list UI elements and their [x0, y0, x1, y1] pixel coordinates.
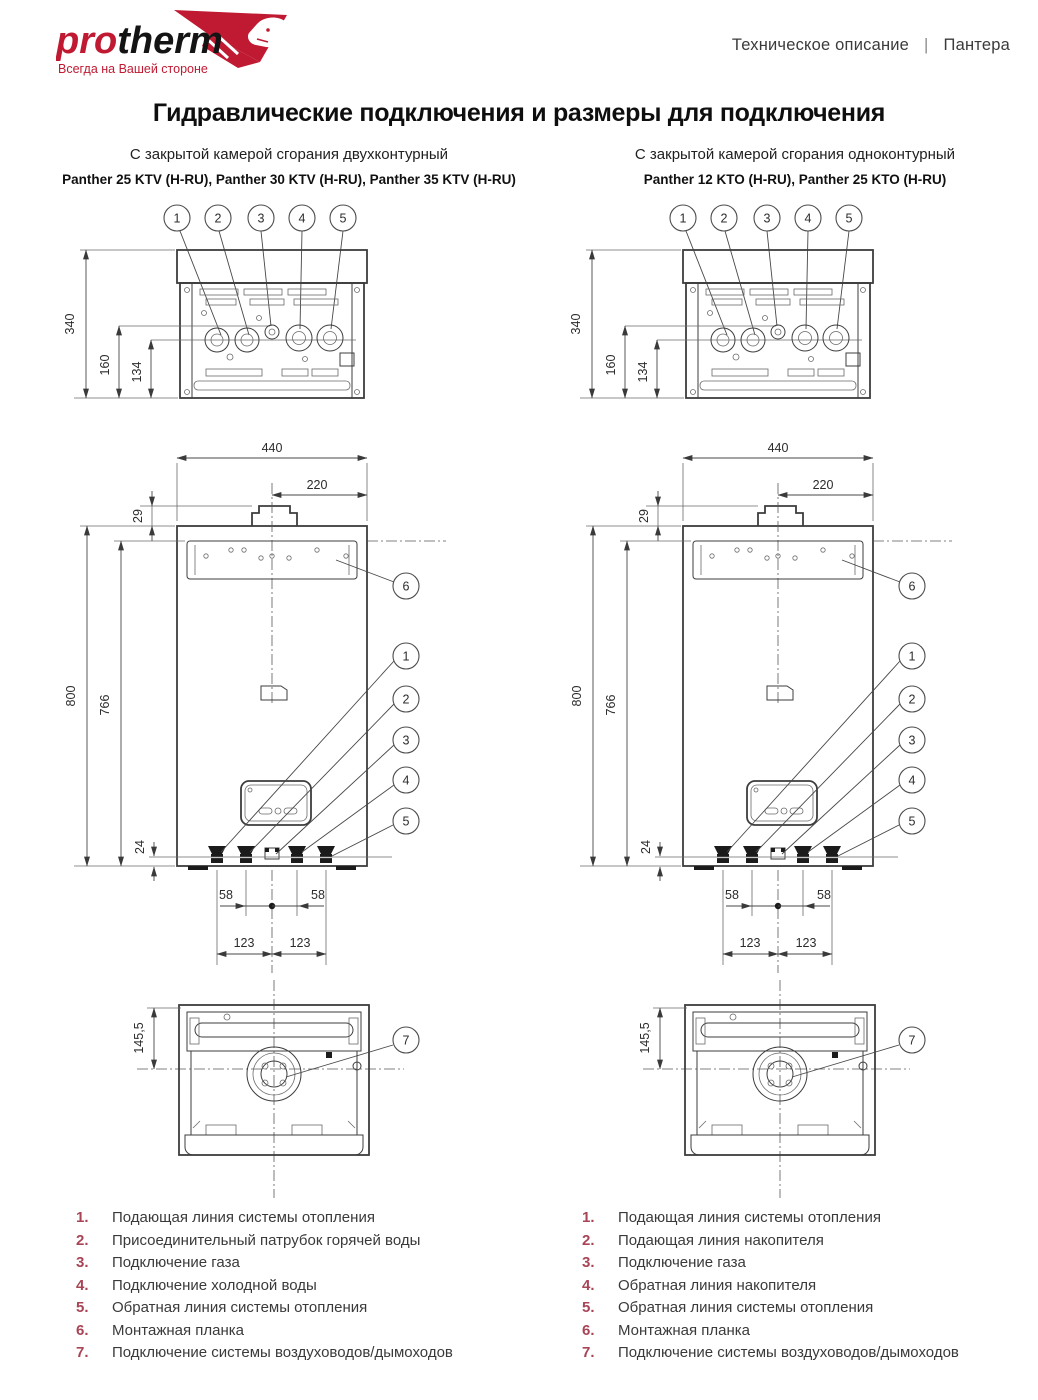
legend-label: Обратная линия системы отопления [618, 1299, 874, 1316]
meta-separator: | [924, 36, 929, 54]
legend-item: 7. Подключение системы воздуховодов/дымох… [76, 1344, 524, 1362]
front-view-diagram [54, 433, 524, 978]
legend-label: Подающая линия системы отопления [112, 1209, 375, 1226]
legend-label: Присоединительный патрубок горячей воды [112, 1231, 421, 1249]
page-header: protherm Всегда на Вашей стороне Техниче… [0, 0, 1038, 85]
column-subtitle: С закрытой камерой сгорания двухконтурны… [129, 146, 449, 163]
legend-label: Подающая линия системы отопления [618, 1209, 881, 1226]
legend-right: 1. Подающая линия системы отопления 2. Под… [560, 1209, 1030, 1362]
protherm-logo-graphic: protherm Всегда на Вашей стороне [55, 10, 287, 76]
legend-number: 6. [582, 1321, 595, 1339]
legend-number: 7. [76, 1344, 89, 1361]
legend-item: 2. Подающая линия накопителя [582, 1232, 1030, 1250]
legend-number: 6. [76, 1321, 89, 1339]
legend-number: 7. [582, 1344, 595, 1361]
column-models: Panther 12 KTO (H-RU), Panther 25 KTO (H… [643, 172, 947, 187]
legend-label: Обратная линия накопителя [618, 1276, 817, 1294]
brand-wordmark: protherm [56, 20, 223, 62]
front-view-diagram [560, 433, 1030, 978]
legend-label: Подключение газа [112, 1254, 240, 1271]
diagram-columns: С закрытой камерой сгорания двухконтурны… [0, 138, 1038, 1367]
panther-icon [174, 10, 287, 68]
legend-item: 7. Подключение системы воздуховодов/дымох… [582, 1344, 1030, 1362]
legend-item: 4. Обратная линия накопителя [582, 1277, 1030, 1295]
legend-item: 1. Подающая линия системы отопления [582, 1209, 1030, 1227]
legend-number: 2. [582, 1231, 595, 1249]
legend-number: 4. [76, 1276, 89, 1294]
legend-item: 5. Обратная линия системы отопления [76, 1299, 524, 1317]
legend-number: 2. [76, 1231, 89, 1249]
legend-item: 3. Подключение газа [582, 1254, 1030, 1272]
legend-number: 1. [582, 1209, 595, 1226]
column-subtitle: С закрытой камерой сгорания одноконтурны… [634, 146, 956, 163]
column-ktv: С закрытой камерой сгорания двухконтурны… [54, 138, 524, 1367]
column-models: Panther 25 KTV (H-RU), Panther 30 KTV (H… [62, 172, 516, 187]
legend-item: 5. Обратная линия системы отопления [582, 1299, 1030, 1317]
document-meta: Техническое описание | Пантера [732, 36, 1010, 55]
legend-number: 4. [582, 1276, 595, 1294]
legend-label: Подающая линия накопителя [618, 1231, 824, 1249]
protherm-logo: protherm Всегда на Вашей стороне [55, 8, 291, 85]
legend-number: 5. [582, 1299, 595, 1316]
brand-tagline: Всегда на Вашей стороне [58, 62, 208, 76]
legend-item: 2. Присоединительный патрубок горячей вод… [76, 1232, 524, 1250]
legend-label: Обратная линия системы отопления [112, 1299, 368, 1316]
legend-label: Подключение газа [618, 1254, 746, 1271]
legend-item: 1. Подающая линия системы отопления [76, 1209, 524, 1227]
legend-item: 4. Подключение холодной воды [76, 1277, 524, 1295]
legend-label: Подключение холодной воды [112, 1276, 317, 1294]
legend-item: 3. Подключение газа [76, 1254, 524, 1272]
product-name-label: Пантера [943, 36, 1010, 54]
legend-number: 3. [76, 1254, 89, 1271]
legend-item: 6. Монтажная планка [582, 1322, 1030, 1340]
legend-number: 1. [76, 1209, 89, 1226]
legend-label: Подключение системы воздуховодов/дымоход… [112, 1344, 453, 1361]
legend-label: Монтажная планка [112, 1321, 245, 1339]
legend-label: Монтажная планка [618, 1321, 751, 1339]
page-title: Гидравлические подключения и размеры для… [152, 99, 886, 127]
legend-left: 1. Подающая линия системы отопления 2. При… [54, 1209, 524, 1362]
top-view-diagram [54, 978, 524, 1203]
column-kto: С закрытой камерой сгорания одноконтурны… [560, 138, 1030, 1367]
legend-number: 5. [76, 1299, 89, 1316]
bottom-connections-diagram [560, 193, 1030, 433]
bottom-connections-diagram [54, 193, 524, 433]
legend-label: Подключение системы воздуховодов/дымоход… [618, 1344, 959, 1361]
doc-type-label: Техническое описание [731, 36, 910, 54]
legend-item: 6. Монтажная планка [76, 1322, 524, 1340]
legend-number: 3. [582, 1254, 595, 1271]
top-view-diagram [560, 978, 1030, 1203]
